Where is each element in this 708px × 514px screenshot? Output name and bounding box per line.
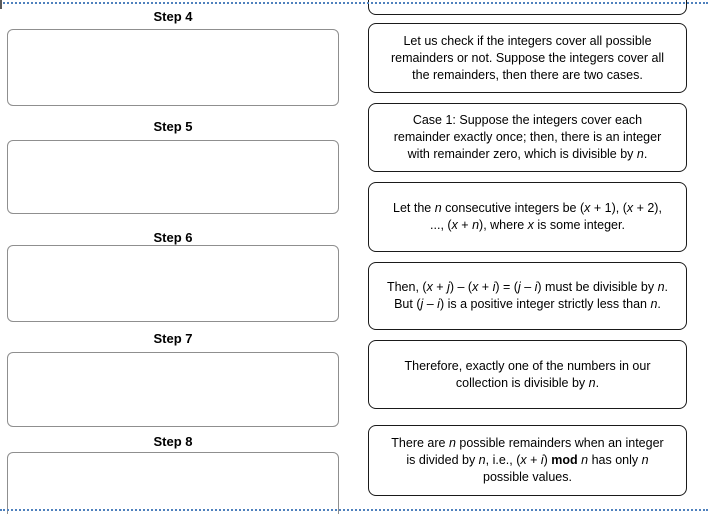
step-label-8: Step 8 — [153, 434, 193, 449]
step-label-7: Step 7 — [153, 331, 193, 346]
step-label-4: Step 4 — [153, 9, 193, 24]
draggable-card-difference-divisible[interactable]: Then, (x + j) – (x + i) = (j – i) must b… — [368, 262, 687, 330]
left-edge-mark — [0, 0, 2, 9]
step-label-5: Step 5 — [153, 119, 193, 134]
draggable-card-consecutive-integers[interactable]: Let the n consecutive integers be (x + 1… — [368, 182, 687, 252]
draggable-card-exactly-one-divisible[interactable]: Therefore, exactly one of the numbers in… — [368, 340, 687, 409]
drop-slot-step-5[interactable] — [7, 140, 339, 214]
draggable-card-possible-remainders[interactable]: There are n possible remainders when an … — [368, 425, 687, 496]
step-label-6: Step 6 — [153, 230, 193, 245]
drop-slot-step-7[interactable] — [7, 352, 339, 427]
drop-slot-step-4[interactable] — [7, 29, 339, 106]
draggable-card-check-remainders[interactable]: Let us check if the integers cover all p… — [368, 23, 687, 93]
drop-slot-step-6[interactable] — [7, 245, 339, 322]
drop-slot-step-8[interactable] — [7, 452, 339, 514]
draggable-card-partial-top[interactable] — [368, 0, 687, 15]
